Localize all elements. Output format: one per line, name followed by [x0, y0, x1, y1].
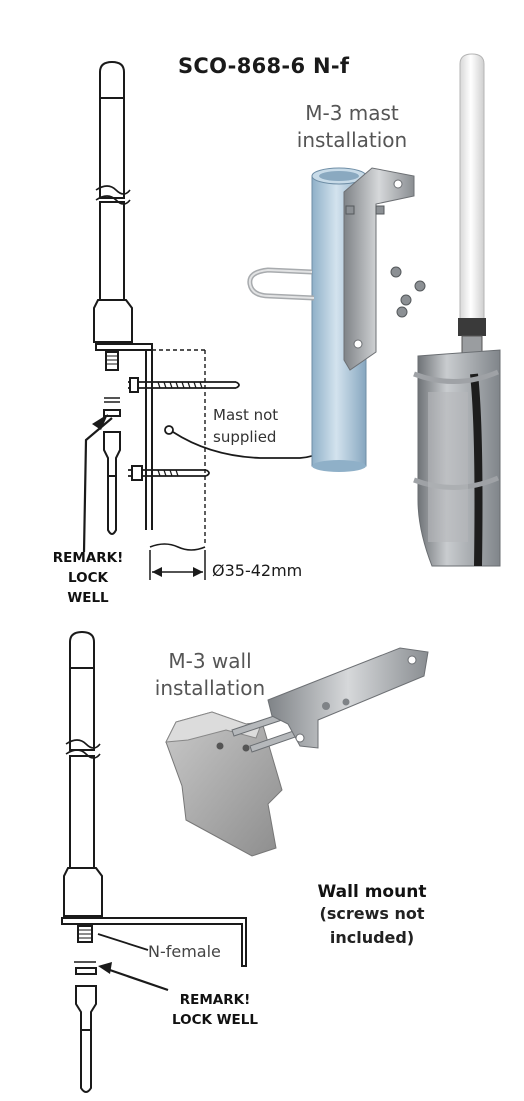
wall-mount-sub-line2: included)	[329, 928, 415, 947]
wall-mount-caption: Wall mount (screws not included)	[292, 882, 452, 950]
mast-diameter-label: Ø35-42mm	[212, 561, 303, 580]
wall-caption-line2: installation	[154, 676, 266, 700]
wall-remark-line1: REMARK!	[179, 992, 251, 1008]
product-title: SCO-868-6 N-f	[178, 54, 350, 78]
wall-mount-title: Wall mount	[317, 882, 427, 902]
arrow-head-icon	[92, 414, 108, 430]
wall-remark-lock-well: REMARK! LOCK WELL	[160, 990, 270, 1030]
wall-remark-line2: LOCK WELL	[172, 1012, 258, 1028]
wall-mount-3d-illustration	[165, 647, 429, 857]
antenna-photo	[413, 53, 501, 567]
mast-remark-lock-well: REMARK! LOCK WELL	[38, 548, 138, 608]
mast-note-line2: supplied	[213, 428, 277, 446]
remark-line1: REMARK!	[52, 550, 124, 566]
n-female-label: N-female	[148, 942, 221, 961]
mast-line-drawing	[82, 60, 240, 580]
wall-line-drawing	[61, 630, 247, 1093]
mast-caption-line1: M-3 mast	[305, 101, 399, 125]
mast-caption-line2: installation	[296, 128, 408, 152]
dimension-arrow-left-icon	[152, 567, 162, 577]
wall-mount-sub-line1: (screws not	[319, 904, 425, 923]
remark-line3: WELL	[67, 590, 109, 606]
dimension-arrow-right-icon	[193, 567, 203, 577]
mast-installation-caption: M-3 mast installation	[272, 100, 432, 154]
mast-not-supplied-note: Mast not supplied	[213, 404, 278, 448]
wall-caption-line1: M-3 wall	[168, 649, 252, 673]
mast-note-line1: Mast not	[213, 406, 279, 424]
wall-installation-caption: M-3 wall installation	[140, 648, 280, 702]
mast-3d-illustration	[247, 167, 426, 472]
arrow-head-icon	[98, 962, 112, 974]
remark-line2: LOCK	[68, 570, 108, 586]
